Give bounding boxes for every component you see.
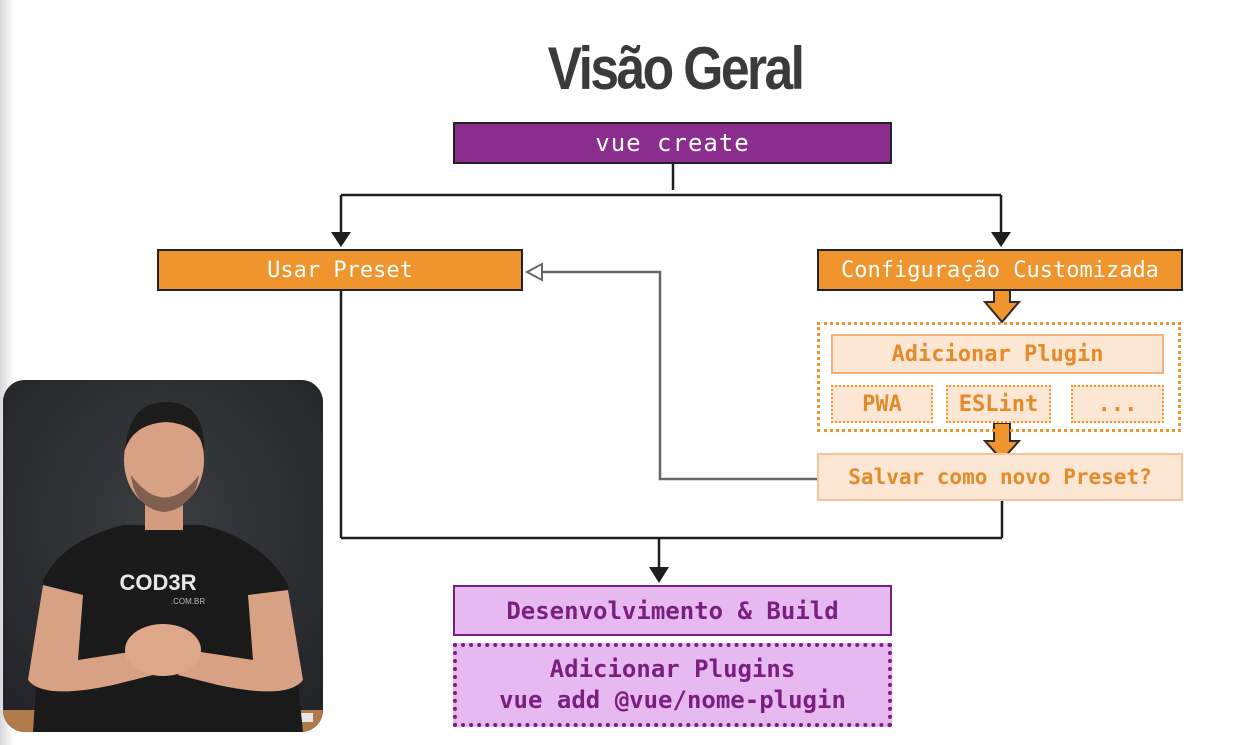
arrowhead-usar-icon bbox=[331, 232, 351, 247]
orange-arrow-down-icon bbox=[982, 422, 1022, 462]
adicionar-plugin-box: Adicionar Plugin bbox=[831, 334, 1164, 374]
presenter-illustration: COD3R .COM.BR bbox=[3, 380, 323, 732]
arrowhead-config-icon bbox=[991, 232, 1011, 247]
chip-pwa: PWA bbox=[831, 385, 933, 423]
plugin-options-group bbox=[817, 322, 1181, 432]
arrowhead-return-icon bbox=[524, 262, 543, 282]
vue-add-command: vue add @vue/nome-plugin bbox=[499, 686, 846, 714]
configuracao-customizada-box: Configuração Customizada bbox=[817, 249, 1183, 291]
vue-create-box: vue create bbox=[453, 122, 892, 164]
usar-preset-box: Usar Preset bbox=[157, 249, 523, 291]
presenter-video: COD3R .COM.BR bbox=[3, 380, 323, 732]
chip-eslint: ESLint bbox=[946, 385, 1051, 423]
adicionar-plugins-box: Adicionar Plugins vue add @vue/nome-plug… bbox=[453, 643, 892, 727]
chip-more: ... bbox=[1071, 385, 1164, 423]
connector-return-to-preset bbox=[540, 270, 817, 481]
arrowhead-dev-icon bbox=[649, 567, 669, 583]
adicionar-plugins-title: Adicionar Plugins bbox=[549, 655, 796, 683]
slide-title: Visão Geral bbox=[547, 35, 805, 102]
shirt-logo: COD3R bbox=[119, 570, 196, 595]
shirt-logo-sub: .COM.BR bbox=[171, 597, 205, 606]
desenvolvimento-build-box: Desenvolvimento & Build bbox=[453, 585, 892, 636]
salvar-preset-box: Salvar como novo Preset? bbox=[817, 453, 1183, 501]
